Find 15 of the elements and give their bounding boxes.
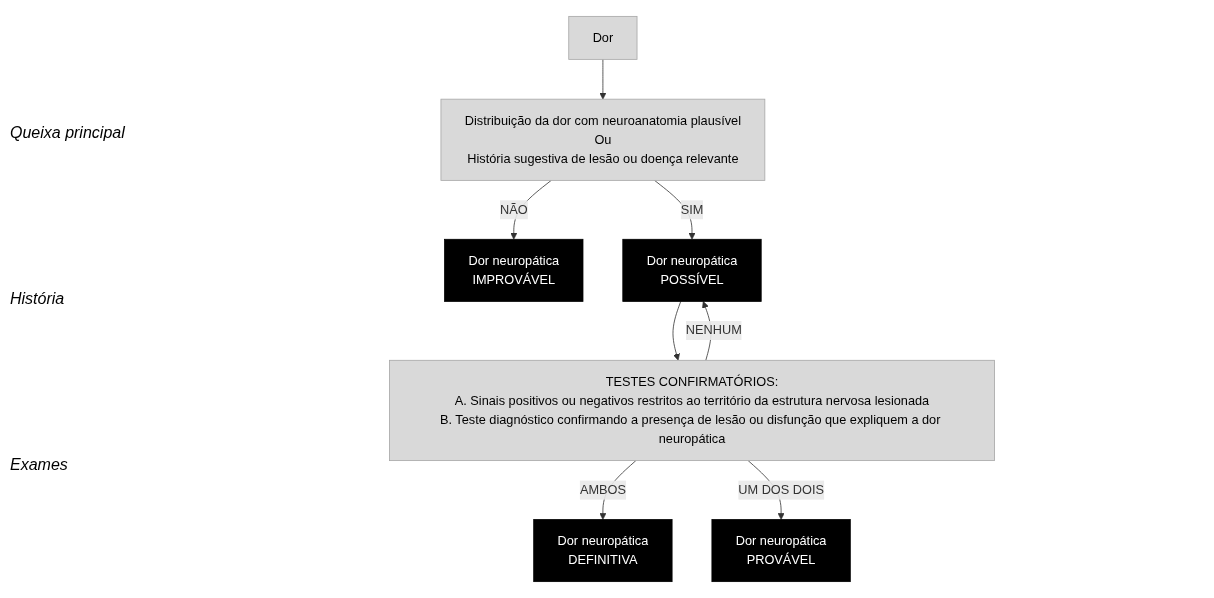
edge-label: NÃO [499,202,528,217]
edge-label: UM DOS DOIS [738,482,824,497]
edge-label: SIM [680,202,704,217]
node-box: Dor neuropática DEFINITIVA [533,519,673,583]
node-box: Distribuição da dor com neuroanatomia plausível Ou História sugestiva de lesão ou doença relevante [440,98,766,181]
row-label: Queixa principal [10,124,126,142]
node-box: Dor [568,15,638,60]
node-box: Dor neuropática POSSÍVEL [622,238,762,302]
row-label: Exames [10,456,69,474]
node-box: Dor neuropática IMPROVÁVEL [444,238,584,302]
edge-label: AMBOS [579,482,626,497]
row-label: História [10,290,66,308]
edge-label: NENHUM [685,323,742,337]
node-box: Dor neuropática PROVÁVEL [711,519,851,583]
node-box: TESTES CONFIRMATÓRIOS: A. Sinais positivos ou negativos restritos ao território da estrutura nervosa lesionada B. Teste diagnóstico confirmando a presença de lesão ou disfunção que expliquem a dor neuropática [389,359,995,461]
